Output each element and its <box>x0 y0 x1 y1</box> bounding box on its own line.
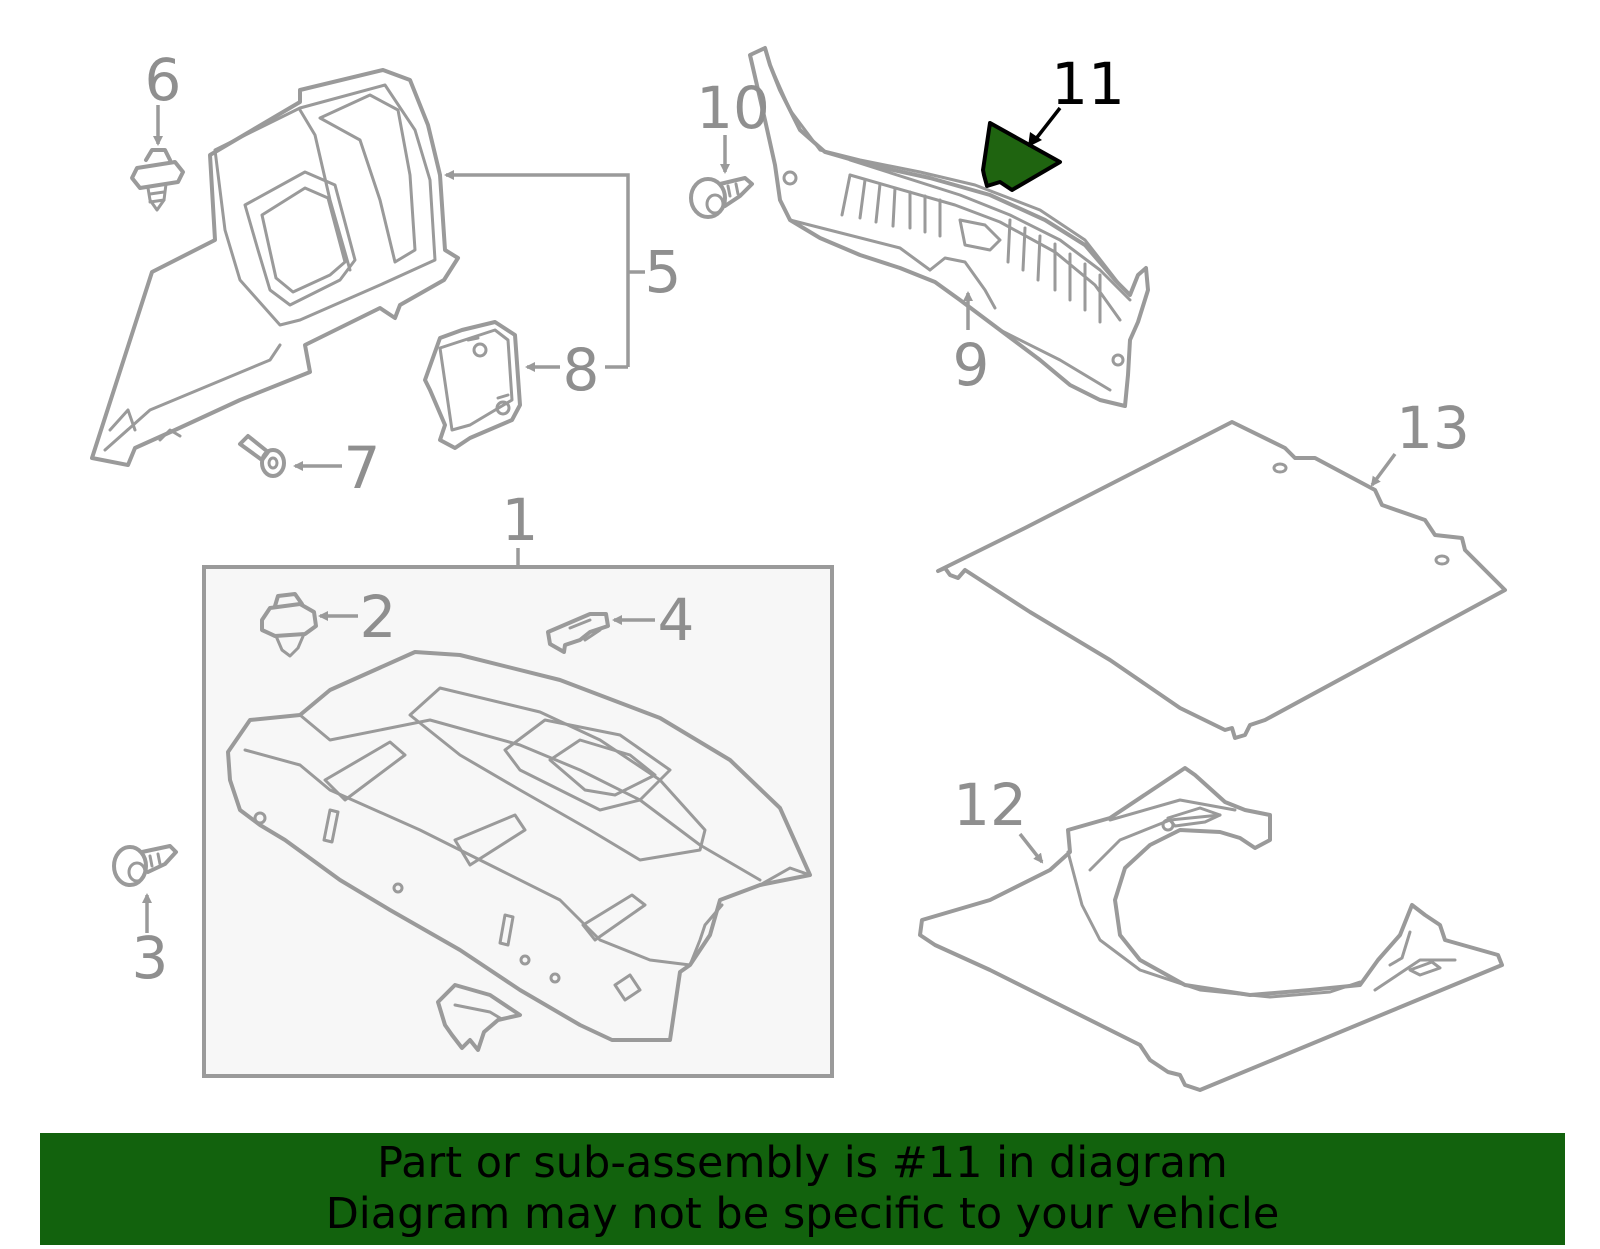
callout-1: 1 <box>502 486 539 554</box>
part-7-pin <box>238 434 286 478</box>
callout-7: 7 <box>344 434 381 502</box>
part-6-clip <box>130 148 185 212</box>
part-12-floor-panel <box>918 766 1504 1092</box>
callout-8: 8 <box>563 336 600 404</box>
info-banner: Part or sub-assembly is #11 in diagram D… <box>40 1133 1565 1245</box>
part-13-trunk-mat <box>936 420 1507 740</box>
part-3-clip <box>112 844 178 887</box>
part-9-scuff-plate <box>748 46 1150 408</box>
leader-lines <box>142 105 1397 933</box>
callout-2: 2 <box>360 583 397 651</box>
part-10-clip <box>689 176 754 219</box>
part-4-clip <box>546 612 610 654</box>
part-2-push-clip <box>260 592 318 658</box>
callout-12: 12 <box>953 771 1027 839</box>
callout-11: 11 <box>1051 50 1125 118</box>
part-5-side-trim-panel <box>90 68 460 467</box>
callout-10: 10 <box>696 74 770 142</box>
banner-line-2: Diagram may not be specific to your vehi… <box>325 1189 1280 1239</box>
callout-13: 13 <box>1396 394 1470 462</box>
callout-4: 4 <box>658 586 695 654</box>
banner-line-1: Part or sub-assembly is #11 in diagram <box>377 1138 1228 1188</box>
tray-clip <box>436 983 522 1052</box>
callout-9: 9 <box>953 331 990 399</box>
callout-6: 6 <box>145 46 182 114</box>
callout-5: 5 <box>645 238 682 306</box>
part-8-cover <box>423 320 522 450</box>
callout-3: 3 <box>132 924 169 992</box>
part-11-bracket-highlighted <box>981 121 1062 192</box>
part-1-package-tray <box>226 650 812 1042</box>
banner-background <box>40 1133 1565 1245</box>
